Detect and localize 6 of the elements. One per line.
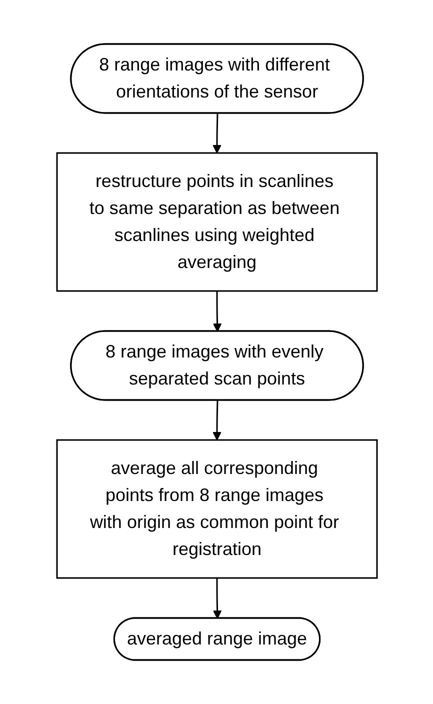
node-box: restructure points in scanlines to same separation as between scanlines using weighted averaging — [56, 152, 378, 292]
arrow — [212, 113, 221, 154]
arrow — [212, 400, 221, 440]
arrow — [212, 291, 222, 332]
arrow — [212, 578, 222, 619]
node-box: average all corresponding points from 8 range images with origin as common point for registration — [56, 439, 378, 579]
